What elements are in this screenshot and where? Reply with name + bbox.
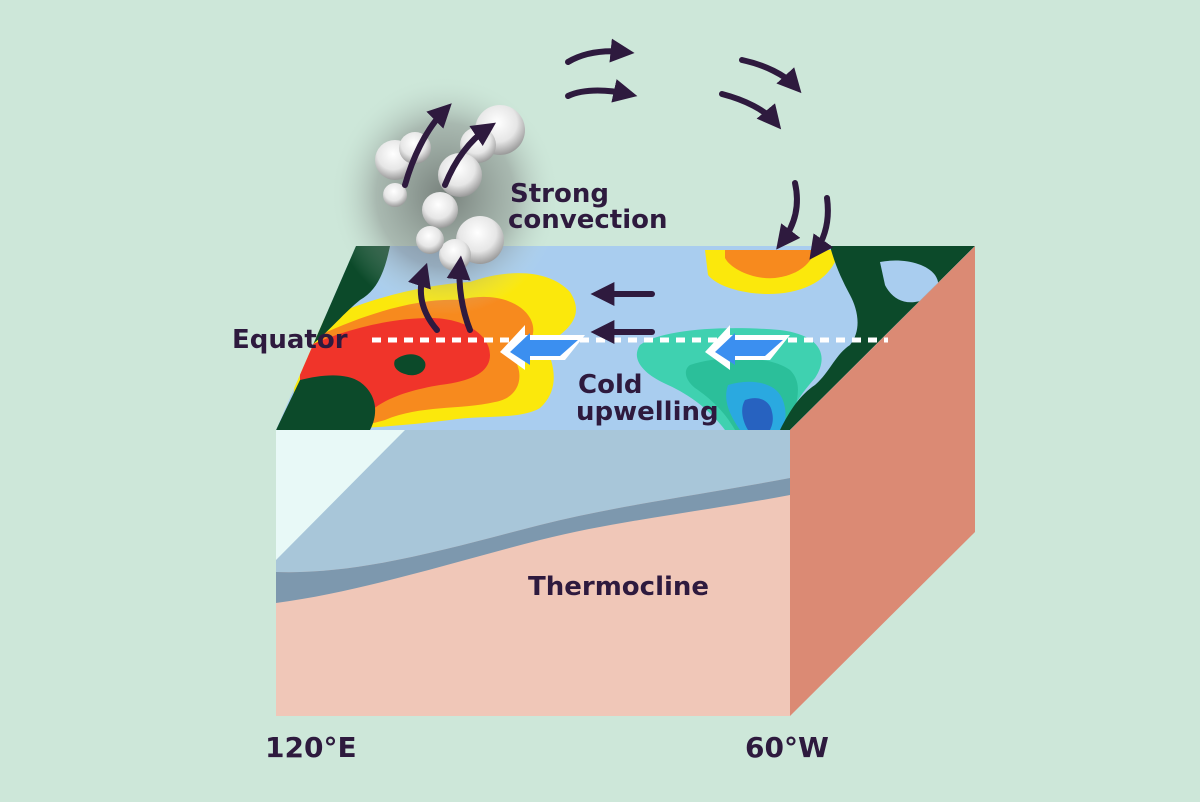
east-longitude-label: 60°W (745, 731, 829, 764)
circulation-arrows (402, 38, 834, 333)
cold-tongue-blue (742, 398, 773, 430)
convection-label-line2: convection (508, 205, 668, 235)
upper-water-layer (276, 430, 790, 573)
east-ocean-inlet (880, 260, 939, 303)
west-longitude-label: 120°E (265, 731, 357, 764)
rising-arrow-1 (408, 262, 440, 333)
block-side-face (790, 246, 975, 716)
rising-arrow-3 (402, 103, 452, 188)
upper-arrow-4 (719, 91, 782, 130)
current-arrow-east (705, 325, 790, 370)
sinking-arrow-1 (776, 180, 801, 250)
upper-arrow-2 (565, 79, 638, 103)
upwelling-label-line1: Cold (578, 370, 642, 400)
upwelling-label-line2: upwelling (576, 397, 719, 427)
trade-wind-arrows (590, 282, 655, 344)
equator-label: Equator (232, 325, 348, 355)
east-warm-orange (725, 250, 815, 279)
island (394, 354, 426, 376)
rising-arrow-4 (442, 122, 496, 188)
thermocline-label: Thermocline (528, 572, 709, 602)
sinking-arrow-2 (809, 195, 834, 260)
convection-label-line1: Strong (510, 179, 609, 209)
thermocline-band (276, 478, 790, 603)
current-arrow-west (500, 325, 585, 370)
rising-arrow-2 (446, 255, 473, 333)
upper-arrow-3 (739, 57, 802, 94)
shallow-wedge (276, 430, 405, 560)
west-land-south (276, 375, 376, 430)
upper-arrow-1 (565, 38, 635, 65)
